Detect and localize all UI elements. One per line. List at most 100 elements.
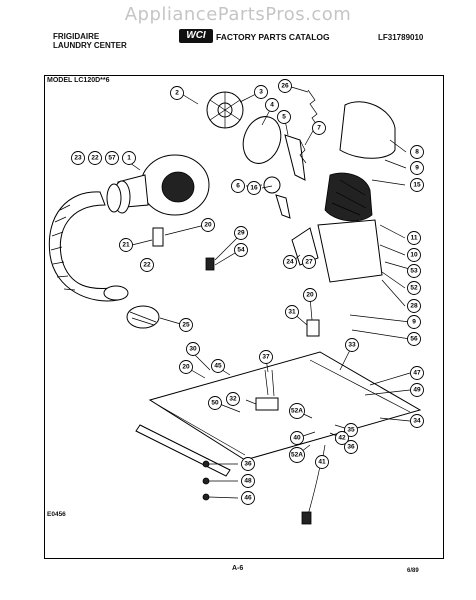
washer — [202, 477, 210, 485]
callout: 41 — [315, 455, 329, 469]
catalog-number: LF31789010 — [378, 33, 424, 42]
callout: 9 — [410, 161, 424, 175]
exhaust-duct — [48, 191, 119, 302]
svg-text:21: 21 — [122, 242, 130, 249]
svg-text:9: 9 — [412, 319, 416, 326]
idler-spring — [307, 89, 320, 129]
duct-ring — [103, 285, 129, 301]
svg-text:7: 7 — [317, 125, 321, 132]
callout: 6 — [231, 179, 245, 193]
callout: 53 — [407, 264, 421, 278]
blower-wheel — [206, 91, 244, 129]
svg-text:45: 45 — [214, 363, 222, 370]
svg-text:37: 37 — [262, 354, 270, 361]
svg-text:40: 40 — [293, 435, 301, 442]
door-switch — [306, 319, 320, 337]
svg-text:52A: 52A — [291, 408, 303, 415]
svg-text:47: 47 — [413, 370, 421, 377]
svg-text:57: 57 — [108, 155, 116, 162]
callout: 36 — [344, 440, 358, 454]
callout: 46 — [241, 491, 255, 505]
svg-text:20: 20 — [204, 222, 212, 229]
callout: 54 — [234, 243, 248, 257]
callout: 2 — [170, 86, 184, 100]
callout: 36 — [241, 457, 255, 471]
svg-text:42: 42 — [338, 435, 346, 442]
callout: 29 — [234, 226, 248, 240]
callout: 31 — [285, 305, 299, 319]
callout: 56 — [407, 332, 421, 346]
svg-text:36: 36 — [347, 444, 355, 451]
callout: 49 — [410, 383, 424, 397]
svg-text:11: 11 — [411, 235, 418, 242]
svg-text:53: 53 — [410, 268, 418, 275]
callout: 22 — [88, 151, 102, 165]
duct-seal — [106, 183, 122, 213]
date-code: 6/89 — [407, 568, 419, 574]
svg-text:33: 33 — [348, 342, 356, 349]
callout: 57 — [105, 151, 119, 165]
svg-text:6: 6 — [236, 183, 240, 190]
svg-text:41: 41 — [318, 459, 326, 466]
callout: 47 — [410, 366, 424, 380]
svg-text:15: 15 — [413, 182, 421, 189]
callout: 35 — [344, 423, 358, 437]
idler-arm — [284, 134, 306, 181]
base-plate — [148, 351, 422, 461]
callout-group: 2 3 26 4 5 7 8 9 15 6 16 23 22 57 1 20 2… — [71, 79, 424, 505]
callout: 1 — [122, 151, 136, 165]
callout: 32 — [226, 392, 240, 406]
svg-text:29: 29 — [237, 230, 245, 237]
svg-text:56: 56 — [410, 336, 418, 343]
pulley-bracket — [275, 194, 291, 219]
drive-belt — [242, 116, 282, 164]
svg-text:35: 35 — [347, 427, 355, 434]
idler-pulley — [263, 176, 281, 194]
terminal-block — [255, 397, 279, 411]
svg-text:20: 20 — [306, 292, 314, 299]
figure-code: E0456 — [47, 511, 66, 518]
svg-text:32: 32 — [229, 396, 237, 403]
tension-spring — [299, 139, 307, 164]
svg-text:3: 3 — [259, 89, 263, 96]
callout: 9 — [407, 315, 421, 329]
svg-text:8: 8 — [415, 149, 419, 156]
callout: 7 — [312, 121, 326, 135]
svg-text:16: 16 — [250, 185, 258, 192]
leveling-leg — [202, 493, 210, 501]
callout: 10 — [407, 248, 421, 262]
catalog-title: FACTORY PARTS CATALOG — [216, 32, 330, 42]
brand-line2: LAUNDRY CENTER — [53, 41, 127, 50]
power-plug — [301, 511, 312, 525]
callout: 21 — [119, 238, 133, 252]
svg-text:48: 48 — [244, 478, 252, 485]
svg-text:34: 34 — [413, 418, 421, 425]
callout: 20 — [201, 218, 215, 232]
svg-text:4: 4 — [270, 102, 274, 109]
callout: 40 — [290, 431, 304, 445]
wci-logo: WCI — [179, 29, 213, 43]
svg-text:22: 22 — [143, 262, 151, 269]
svg-text:25: 25 — [182, 322, 190, 329]
svg-text:27: 27 — [305, 259, 313, 266]
callout: 23 — [71, 151, 85, 165]
callout: 48 — [241, 474, 255, 488]
svg-text:30: 30 — [189, 346, 197, 353]
callout: 22 — [140, 258, 154, 272]
callout: 5 — [277, 110, 291, 124]
svg-text:5: 5 — [282, 114, 286, 121]
svg-text:49: 49 — [413, 387, 421, 394]
callout: 50 — [208, 396, 222, 410]
callout: 34 — [410, 414, 424, 428]
callout: 8 — [410, 145, 424, 159]
svg-text:24: 24 — [286, 259, 294, 266]
callout: 16 — [247, 181, 261, 195]
duct-bracket — [152, 227, 164, 247]
callout: 4 — [265, 98, 279, 112]
svg-text:28: 28 — [410, 303, 418, 310]
motor-mount — [317, 219, 383, 283]
callout: 20 — [303, 288, 317, 302]
svg-text:20: 20 — [182, 364, 190, 371]
wci-logo-text: WCI — [186, 30, 206, 41]
